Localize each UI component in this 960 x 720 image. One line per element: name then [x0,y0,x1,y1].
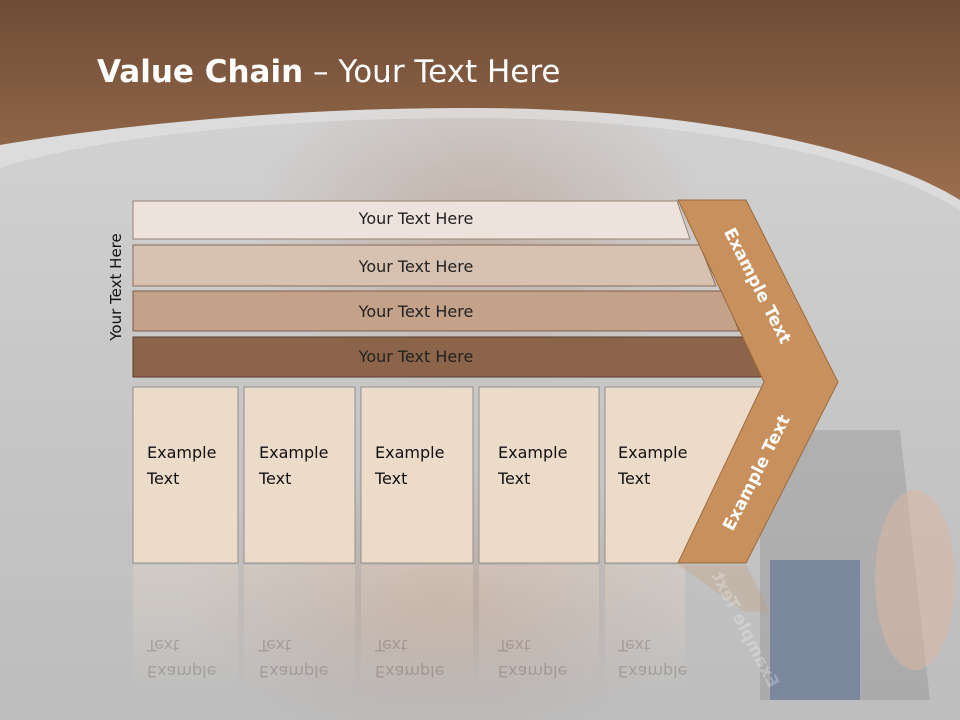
support-bar-4-label: Your Text Here [358,347,474,366]
title-bold: Value Chain [97,54,304,90]
primary-activity-3[interactable] [360,386,474,564]
title-rest: – Your Text Here [303,54,561,90]
primary-activity-1[interactable] [132,386,239,564]
support-bar-1-label: Your Text Here [358,209,474,228]
primary-activity-2[interactable] [243,386,356,564]
slide-title: Value Chain – Your Text Here [97,54,560,90]
margin-chevron[interactable] [677,199,839,564]
support-bar-1[interactable] [132,200,691,240]
primary-activity-4[interactable] [478,386,600,564]
side-label: Your Text Here [107,233,125,341]
support-bar-3[interactable] [132,290,740,332]
support-bar-2-label: Your Text Here [358,257,474,276]
header-band [0,0,960,200]
support-bar-3-label: Your Text Here [358,302,474,321]
support-bar-2[interactable] [132,244,717,287]
